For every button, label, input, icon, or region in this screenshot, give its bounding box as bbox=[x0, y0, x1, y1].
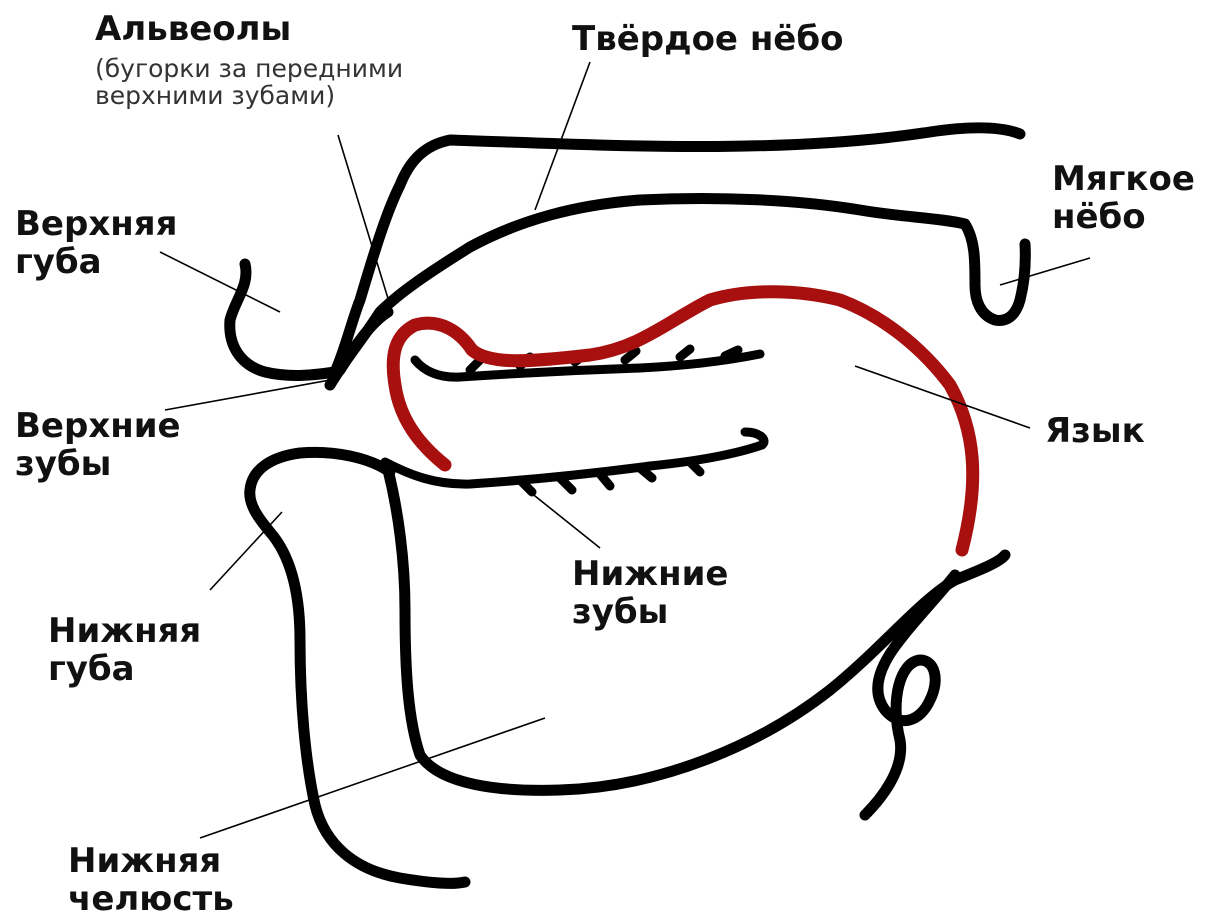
alveoli-label: Альвеолы bbox=[95, 10, 291, 48]
lower-jaw-label: Нижняя челюсть bbox=[68, 842, 234, 918]
lower-teeth-label: Нижние зубы bbox=[572, 555, 729, 631]
upper-teeth-label-line-1: Верхние bbox=[15, 407, 181, 445]
upper-teeth-label-line-2: зубы bbox=[15, 445, 181, 483]
lower-lip-outline bbox=[250, 452, 465, 883]
alveoli-label-text: Альвеолы bbox=[95, 10, 291, 48]
hard-palate-label-text: Твёрдое нёбо bbox=[572, 20, 843, 58]
alveoli-note-line-1: (бугорки за передними bbox=[95, 55, 403, 82]
upper-teeth-leader-line bbox=[165, 380, 330, 410]
upper-teeth-label: Верхние зубы bbox=[15, 407, 181, 483]
lower-lip-label-line-1: Нижняя bbox=[48, 612, 201, 650]
tongue-outline bbox=[393, 292, 973, 550]
soft-palate-label-line-2: нёбо bbox=[1052, 198, 1195, 236]
lower-lip-leader-line bbox=[210, 512, 282, 590]
soft-palate-leader-line bbox=[1000, 258, 1090, 285]
alveoli-note-line-2: верхними зубами) bbox=[95, 82, 403, 109]
hard-palate-label: Твёрдое нёбо bbox=[572, 20, 843, 58]
upper-lip-label: Верхняя губа bbox=[15, 205, 177, 281]
upper-lip-label-line-1: Верхняя bbox=[15, 205, 177, 243]
upper-lip-leader-line bbox=[160, 252, 280, 312]
alveoli-note: (бугорки за передними верхними зубами) bbox=[95, 55, 403, 109]
tongue-label: Язык bbox=[1045, 412, 1145, 450]
lower-teeth-label-line-1: Нижние bbox=[572, 555, 729, 593]
hard-palate-leader-line bbox=[535, 62, 590, 210]
lower-teeth-leader-line bbox=[520, 484, 600, 548]
lower-lip-label-line-2: губа bbox=[48, 650, 201, 688]
lower-jaw-label-line-2: челюсть bbox=[68, 880, 234, 918]
upper-lip-label-line-2: губа bbox=[15, 243, 177, 281]
lower-jaw-label-line-1: Нижняя bbox=[68, 842, 234, 880]
lower-jaw-leader-line bbox=[200, 718, 545, 838]
soft-palate-label-line-1: Мягкое bbox=[1052, 160, 1195, 198]
tongue-label-text: Язык bbox=[1045, 412, 1145, 450]
soft-palate-label: Мягкое нёбо bbox=[1052, 160, 1195, 236]
lower-lip-label: Нижняя губа bbox=[48, 612, 201, 688]
lower-teeth-label-line-2: зубы bbox=[572, 593, 729, 631]
